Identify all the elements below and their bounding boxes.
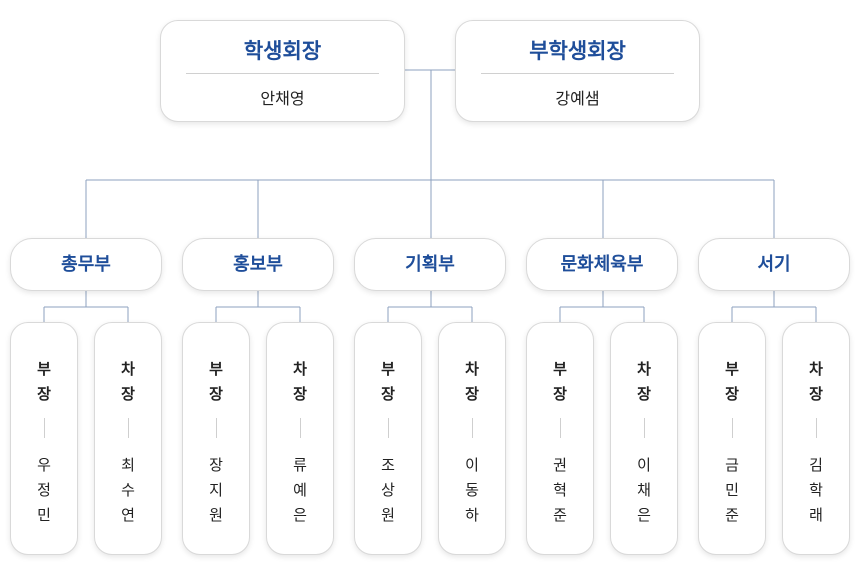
member-name: 권 혁 준 (553, 456, 567, 524)
member-name: 이 채 은 (637, 456, 651, 524)
member-role: 차 장 (465, 360, 479, 403)
member-name: 이 동 하 (465, 456, 479, 524)
member-name: 김 학 래 (809, 456, 823, 524)
member-card: 차 장 이 채 은 (610, 322, 678, 555)
dept-box-planning: 기획부 (354, 238, 506, 291)
member-role: 차 장 (809, 360, 823, 403)
dept-box-culture-sports: 문화체육부 (526, 238, 678, 291)
dept-label: 기획부 (405, 254, 455, 275)
dept-label: 문화체육부 (560, 254, 644, 275)
divider (128, 418, 129, 438)
member-role: 부 장 (37, 360, 51, 403)
member-name: 류 예 은 (293, 456, 307, 524)
member-card: 부 장 우 정 민 (10, 322, 78, 555)
member-name: 금 민 준 (725, 456, 739, 524)
dept-box-secretary: 서기 (698, 238, 850, 291)
divider (732, 418, 733, 438)
member-card: 차 장 김 학 래 (782, 322, 850, 555)
vice-president-name: 강예샘 (555, 89, 600, 108)
divider (216, 418, 217, 438)
divider (388, 418, 389, 438)
member-card: 차 장 이 동 하 (438, 322, 506, 555)
member-name: 장 지 원 (209, 456, 223, 524)
divider (300, 418, 301, 438)
member-card: 부 장 조 상 원 (354, 322, 422, 555)
dept-label: 홍보부 (233, 254, 283, 275)
divider (560, 418, 561, 438)
member-name: 우 정 민 (37, 456, 51, 524)
member-role: 부 장 (725, 360, 739, 403)
member-card: 부 장 장 지 원 (182, 322, 250, 555)
president-title: 학생회장 (243, 39, 322, 63)
vice-president-title: 부학생회장 (529, 39, 626, 63)
president-box: 학생회장 안채영 (160, 20, 405, 122)
member-card: 차 장 최 수 연 (94, 322, 162, 555)
member-card: 부 장 권 혁 준 (526, 322, 594, 555)
divider (186, 73, 379, 74)
member-name: 조 상 원 (381, 456, 395, 524)
divider (644, 418, 645, 438)
member-role: 차 장 (293, 360, 307, 403)
divider (472, 418, 473, 438)
vice-president-box: 부학생회장 강예샘 (455, 20, 700, 122)
member-card: 부 장 금 민 준 (698, 322, 766, 555)
dept-label: 총무부 (61, 254, 111, 275)
dept-box-publicity: 홍보부 (182, 238, 334, 291)
member-role: 차 장 (121, 360, 135, 403)
member-card: 차 장 류 예 은 (266, 322, 334, 555)
dept-box-general-affairs: 총무부 (10, 238, 162, 291)
president-name: 안채영 (260, 89, 305, 108)
divider (44, 418, 45, 438)
member-role: 차 장 (637, 360, 651, 403)
dept-label: 서기 (757, 254, 791, 275)
divider (481, 73, 674, 74)
divider (816, 418, 817, 438)
member-role: 부 장 (553, 360, 567, 403)
member-name: 최 수 연 (121, 456, 135, 524)
member-role: 부 장 (381, 360, 395, 403)
member-role: 부 장 (209, 360, 223, 403)
